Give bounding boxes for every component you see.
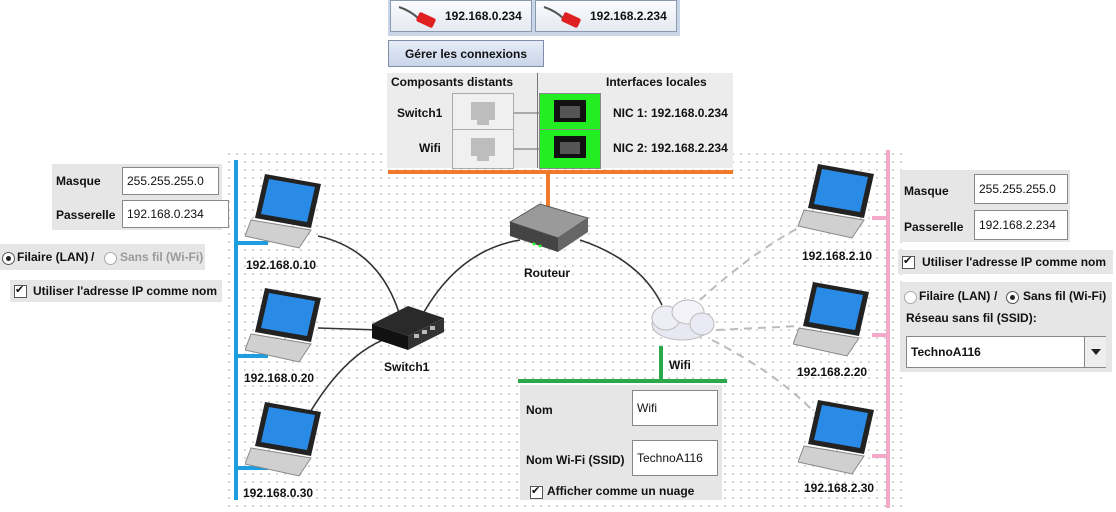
gateway-field[interactable]: 192.168.0.234	[122, 200, 229, 228]
connection-button-1[interactable]: 192.168.0.234	[390, 0, 532, 32]
connection-label: 192.168.0.234	[445, 9, 522, 23]
wireless-radio[interactable]	[1006, 291, 1019, 305]
ssid-field[interactable]: TechnoA116	[632, 440, 718, 476]
laptop-icon[interactable]	[245, 170, 325, 250]
wireless-label: Sans fil (Wi-Fi)	[120, 250, 204, 264]
wired-label: Filaire (LAN)	[919, 289, 991, 303]
mask-field[interactable]: 255.255.255.0	[122, 167, 219, 195]
router-label: Routeur	[524, 266, 570, 280]
remote-switch-label: Switch1	[397, 106, 443, 120]
host-label: 192.168.0.30	[243, 486, 314, 500]
wireless-radio[interactable]	[104, 252, 117, 266]
separator: /	[994, 289, 998, 303]
right-wireless-panel: Filaire (LAN) / Sans fil (Wi-Fi) Réseau …	[900, 282, 1112, 372]
chevron-down-icon[interactable]	[1084, 337, 1106, 367]
router-icon[interactable]	[506, 200, 590, 260]
gateway-label: Passerelle	[904, 220, 964, 234]
left-connection-type: Filaire (LAN) / Sans fil (Wi-Fi)	[0, 244, 205, 270]
use-ip-label: Utiliser l'adresse IP comme nom	[33, 284, 218, 298]
ethernet-port-icon	[471, 102, 495, 125]
local-port-2[interactable]	[539, 129, 601, 169]
ssid-select[interactable]: TechnoA116	[906, 336, 1106, 368]
right-use-ip-row: Utiliser l'adresse IP comme nom	[898, 250, 1113, 274]
host-label: 192.168.0.10	[246, 258, 317, 272]
ethernet-port-icon	[554, 136, 586, 158]
separator: /	[91, 250, 95, 264]
ssid-select-value: TechnoA116	[911, 345, 981, 359]
right-ip-panel: Masque 255.255.255.0 Passerelle 192.168.…	[900, 170, 1070, 242]
laptop-icon[interactable]	[798, 160, 878, 240]
show-cloud-checkbox[interactable]	[530, 484, 543, 500]
router-ports-panel: Composants distants Interfaces locales S…	[387, 73, 733, 169]
laptop-icon[interactable]	[798, 396, 878, 476]
gateway-label: Passerelle	[56, 208, 116, 222]
laptop-icon[interactable]	[245, 398, 325, 478]
nic2-label: NIC 2: 192.168.2.234	[613, 141, 728, 155]
ssid-label: Nom Wi-Fi (SSID)	[526, 453, 625, 467]
wired-label: Filaire (LAN)	[17, 250, 89, 264]
mask-label: Masque	[56, 174, 101, 188]
wifi-label: Wifi	[669, 358, 691, 372]
use-ip-checkbox[interactable]	[14, 283, 27, 299]
wired-radio[interactable]	[904, 291, 917, 305]
nic1-label: NIC 1: 192.168.0.234	[613, 106, 728, 120]
ssid-label: Réseau sans fil (SSID):	[906, 311, 1037, 325]
host-label: 192.168.0.20	[244, 371, 315, 385]
wifi-properties-panel: Nom Wifi Nom Wi-Fi (SSID) TechnoA116 Aff…	[520, 385, 722, 500]
host-label: 192.168.2.30	[804, 481, 875, 495]
switch-label: Switch1	[384, 360, 430, 374]
mask-label: Masque	[904, 184, 949, 198]
use-ip-label: Utiliser l'adresse IP comme nom	[922, 255, 1107, 269]
show-cloud-label: Afficher comme un nuage	[547, 484, 695, 498]
host-label: 192.168.2.10	[802, 249, 873, 263]
manage-connections-button[interactable]: Gérer les connexions	[388, 40, 544, 67]
laptop-icon[interactable]	[245, 284, 325, 364]
use-ip-checkbox[interactable]	[902, 254, 915, 270]
mask-field[interactable]: 255.255.255.0	[974, 174, 1068, 204]
wireless-label: Sans fil (Wi-Fi)	[1023, 289, 1107, 303]
ethernet-cable-icon	[398, 6, 436, 28]
gateway-field[interactable]: 192.168.2.234	[974, 210, 1068, 240]
name-field[interactable]: Wifi	[632, 390, 718, 426]
remote-port-1[interactable]	[452, 93, 514, 133]
name-label: Nom	[526, 403, 553, 417]
wired-radio[interactable]	[2, 252, 15, 266]
local-header: Interfaces locales	[606, 75, 707, 89]
left-use-ip-row: Utiliser l'adresse IP comme nom	[10, 280, 222, 302]
connection-label: 192.168.2.234	[590, 9, 667, 23]
left-ip-panel: Masque 255.255.255.0 Passerelle 192.168.…	[52, 164, 229, 230]
local-port-1[interactable]	[539, 93, 601, 133]
connections-bar: 192.168.0.234 192.168.2.234	[388, 0, 680, 36]
switch-icon[interactable]	[370, 300, 446, 354]
connection-button-2[interactable]: 192.168.2.234	[535, 0, 677, 32]
remote-port-2[interactable]	[452, 129, 514, 169]
cloud-icon[interactable]	[644, 294, 720, 350]
laptop-icon[interactable]	[793, 278, 873, 358]
remote-wifi-label: Wifi	[419, 141, 441, 155]
ethernet-cable-icon	[543, 6, 581, 28]
ethernet-port-icon	[471, 138, 495, 161]
ethernet-port-icon	[554, 100, 586, 122]
host-label: 192.168.2.20	[797, 365, 868, 379]
remote-header: Composants distants	[391, 75, 514, 89]
